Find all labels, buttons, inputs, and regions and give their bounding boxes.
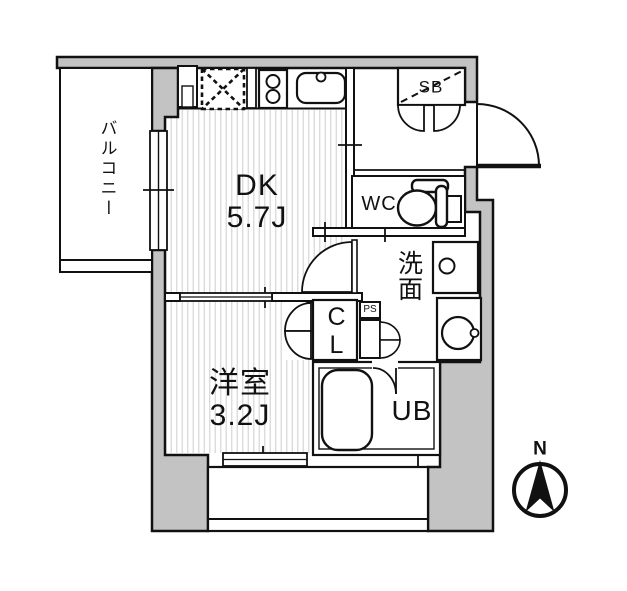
pipe-space-label: PS: [363, 304, 377, 315]
stove-icon: [257, 68, 289, 110]
wall-dk-south-left: [164, 292, 181, 302]
toilet-icon: [396, 178, 462, 229]
balcony-west-outline: [59, 67, 153, 273]
wc-label: WC: [361, 193, 397, 215]
pipe-space-and-storage: [359, 301, 401, 359]
closet-box: [311, 298, 359, 362]
washroom: [431, 240, 483, 362]
unit-bath-label: UB: [391, 395, 433, 426]
window-west: [143, 130, 174, 251]
bathtub-icon: [320, 368, 374, 452]
compass-icon: [512, 460, 568, 518]
washing-machine-pan-icon: [431, 240, 480, 295]
closet-label: CL: [322, 303, 351, 359]
exterior-walls: [55, 55, 495, 533]
pipe-space-box: [359, 301, 381, 319]
dk-size-label: 5.7J: [226, 201, 288, 234]
balcony-west-label: バルコニー: [97, 119, 117, 219]
storage-door-upper: [379, 321, 401, 341]
washroom-door-leaf: [351, 239, 358, 294]
kitchen-counter-end-inner: [181, 85, 194, 108]
shoe-box-door-left: [397, 104, 425, 132]
closet-door-lower: [284, 330, 312, 360]
sliding-door-dk-western: [179, 292, 273, 302]
shoe-box: [396, 66, 467, 107]
washroom-door-swing: [301, 241, 353, 293]
dk-label: DK: [235, 169, 279, 202]
compass-north-label: N: [533, 438, 547, 460]
entrance-door-swing: [476, 102, 541, 167]
south-side: [206, 452, 430, 533]
interior-walls: [164, 67, 466, 302]
closet: [284, 298, 359, 362]
balcony-west: [59, 67, 153, 273]
unit-bath: [311, 359, 442, 457]
entrance-door: [476, 102, 541, 169]
shoe-box-door-right: [433, 104, 461, 132]
round-basin-icon: [435, 296, 483, 362]
western-room-size-label: 3.2J: [209, 399, 271, 432]
washroom-door: [301, 239, 358, 294]
wc-room: [351, 175, 466, 229]
shoe-box-label: SB: [418, 77, 444, 97]
counter-divider: [246, 67, 257, 109]
kitchen-sink-icon: [295, 71, 347, 105]
unit-bath-door-gap: [372, 359, 398, 369]
washroom-label: 洗面: [394, 250, 423, 302]
western-room-label: 洋室: [209, 367, 271, 400]
refrigerator-space-icon: [200, 67, 246, 111]
balcony-south-outline: [206, 465, 430, 533]
storage-door-lower: [379, 339, 401, 359]
entrance-hall: [354, 66, 467, 177]
wall-wc-south: [312, 227, 466, 237]
kitchen: [177, 65, 347, 111]
storage-panel: [359, 319, 381, 359]
